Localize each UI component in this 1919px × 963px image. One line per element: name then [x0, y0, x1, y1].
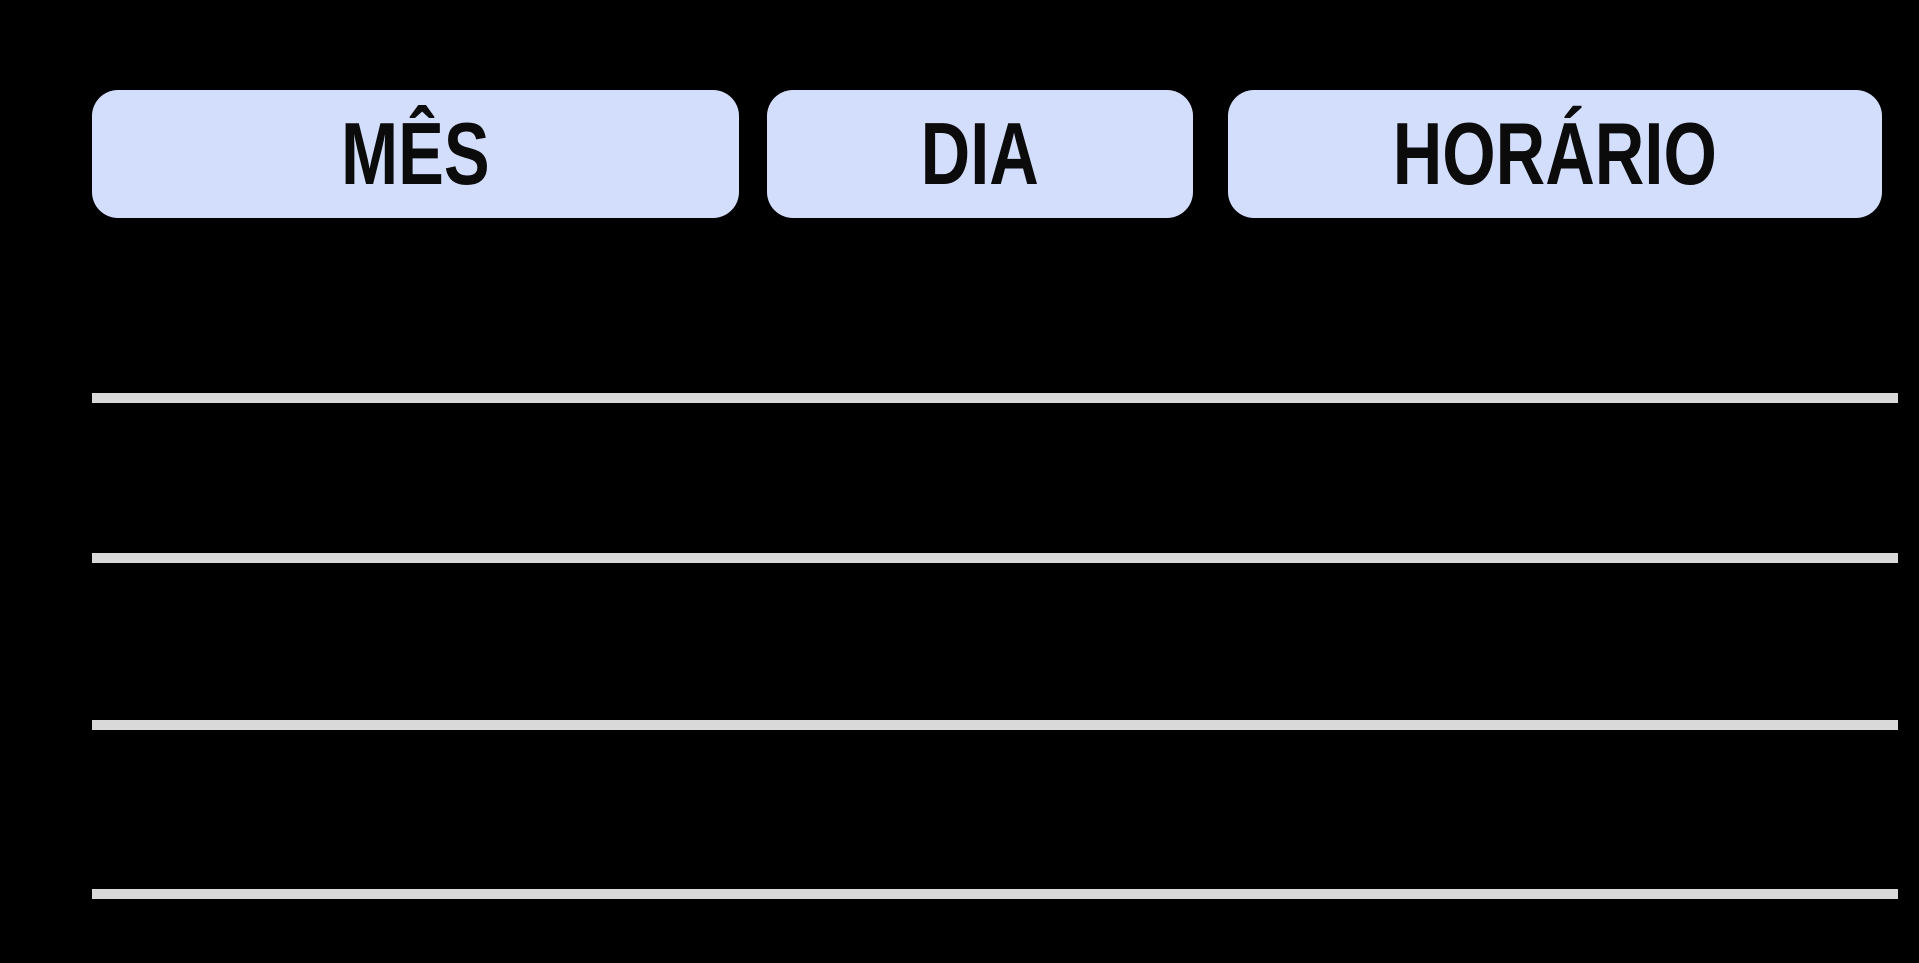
writing-line — [92, 889, 1898, 899]
writing-line — [92, 720, 1898, 730]
column-header-mes-label: MÊS — [341, 104, 490, 203]
writing-line — [92, 393, 1898, 403]
column-header-mes: MÊS — [92, 90, 739, 218]
writing-line — [92, 553, 1898, 563]
column-header-horario: HORÁRIO — [1228, 90, 1882, 218]
column-header-dia-label: DIA — [920, 104, 1040, 203]
column-header-horario-label: HORÁRIO — [1392, 104, 1718, 203]
column-header-dia: DIA — [767, 90, 1193, 218]
